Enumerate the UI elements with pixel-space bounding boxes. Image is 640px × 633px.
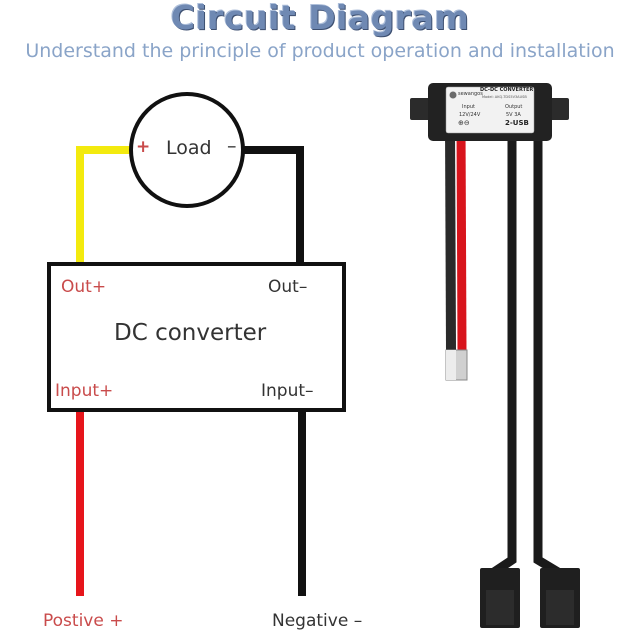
device-output-value: 5V 3A [506,112,521,118]
device-input-title: Input [462,104,475,110]
device-brand: sewangos [458,91,483,97]
device-part-number: Model: AKQ-TDS5V3AUSB [482,95,527,99]
load-plus-sign: + [136,137,151,157]
converter-device-illustration [410,83,580,628]
brand-logo [449,91,457,99]
black-load-wire [242,146,304,264]
device-input-value: 12V/24V [459,112,481,118]
out-plus-label: Out+ [61,277,107,297]
device-usb-label: 2-USB [505,119,529,127]
load-circle [129,92,245,208]
input-plus-label: Input+ [55,381,114,401]
negative-terminal-label: Negative – [272,611,363,631]
device-output-title: Output [505,104,523,110]
yellow-wire [76,146,132,264]
out-minus-label: Out– [268,277,308,297]
page-title: Circuit Diagram [170,0,470,37]
dc-converter-box [47,262,346,412]
dc-converter-label: DC converter [114,320,267,346]
input-minus-label: Input– [261,381,314,401]
load-label: Load [166,137,212,159]
device-polarity-icon: ⊕⊖ [458,119,470,127]
device-model: DC-DC CONVERTER [480,87,534,93]
page-subtitle: Understand the principle of product oper… [25,40,615,62]
positive-terminal-label: Postive + [43,611,124,631]
load-minus-sign: – [227,135,237,157]
